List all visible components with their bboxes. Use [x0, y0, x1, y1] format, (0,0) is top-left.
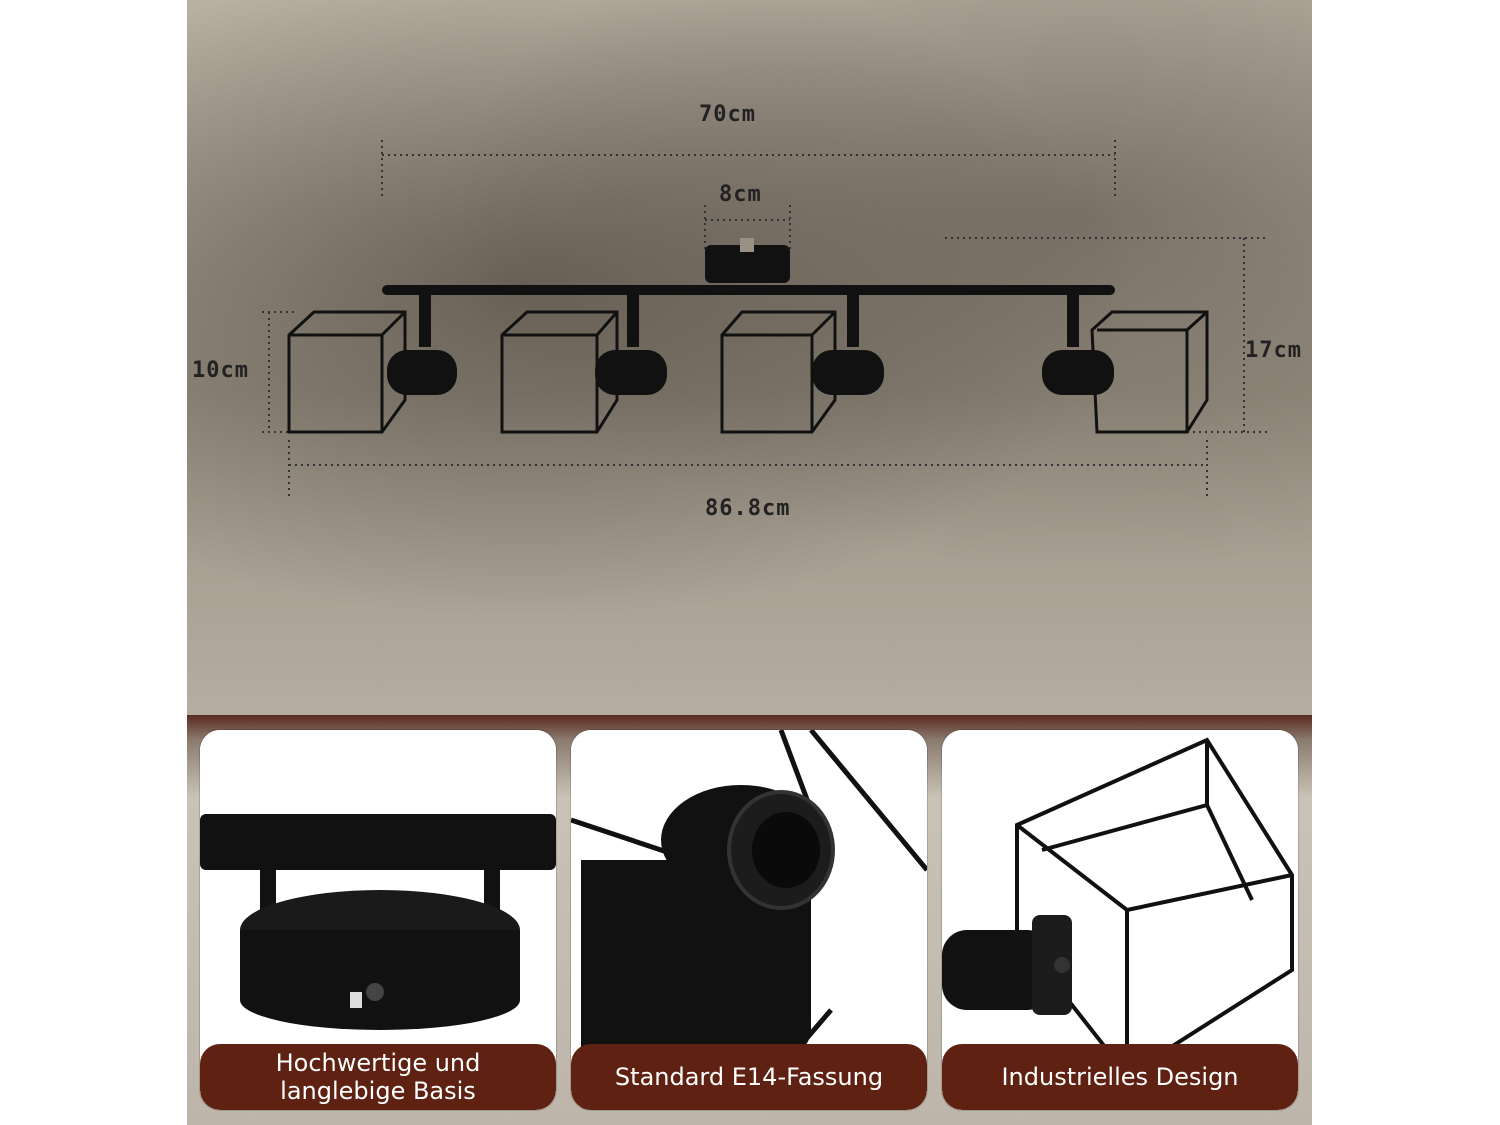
dim-height: 17cm	[1245, 338, 1302, 363]
fixture-diagram	[262, 140, 1267, 500]
product-image: 70cm 8cm 17cm 10cm 86.8cm Hochwertige un…	[187, 0, 1312, 1125]
detail-panel-design: Industrielles Design	[942, 730, 1298, 1110]
detail-panel-socket: Standard E14-Fassung	[571, 730, 927, 1110]
spot-4	[1090, 310, 1209, 434]
spot-2	[500, 310, 619, 434]
dim-cage-height: 10cm	[192, 358, 249, 383]
detail-panel-base: Hochwertige und langlebige Basis	[200, 730, 556, 1110]
dimension-lines	[262, 140, 1267, 500]
caption-socket: Standard E14-Fassung	[571, 1044, 927, 1110]
dim-top-width: 70cm	[699, 102, 756, 127]
dim-overall-length: 86.8cm	[705, 496, 791, 521]
caption-design: Industrielles Design	[942, 1044, 1298, 1110]
spot-3	[720, 310, 837, 434]
ceiling-base	[705, 238, 790, 283]
dim-base-width: 8cm	[719, 182, 762, 207]
spot-1	[287, 310, 407, 434]
mounting-bar	[382, 285, 1115, 295]
hero-background	[187, 0, 1312, 715]
caption-base: Hochwertige und langlebige Basis	[200, 1044, 556, 1110]
